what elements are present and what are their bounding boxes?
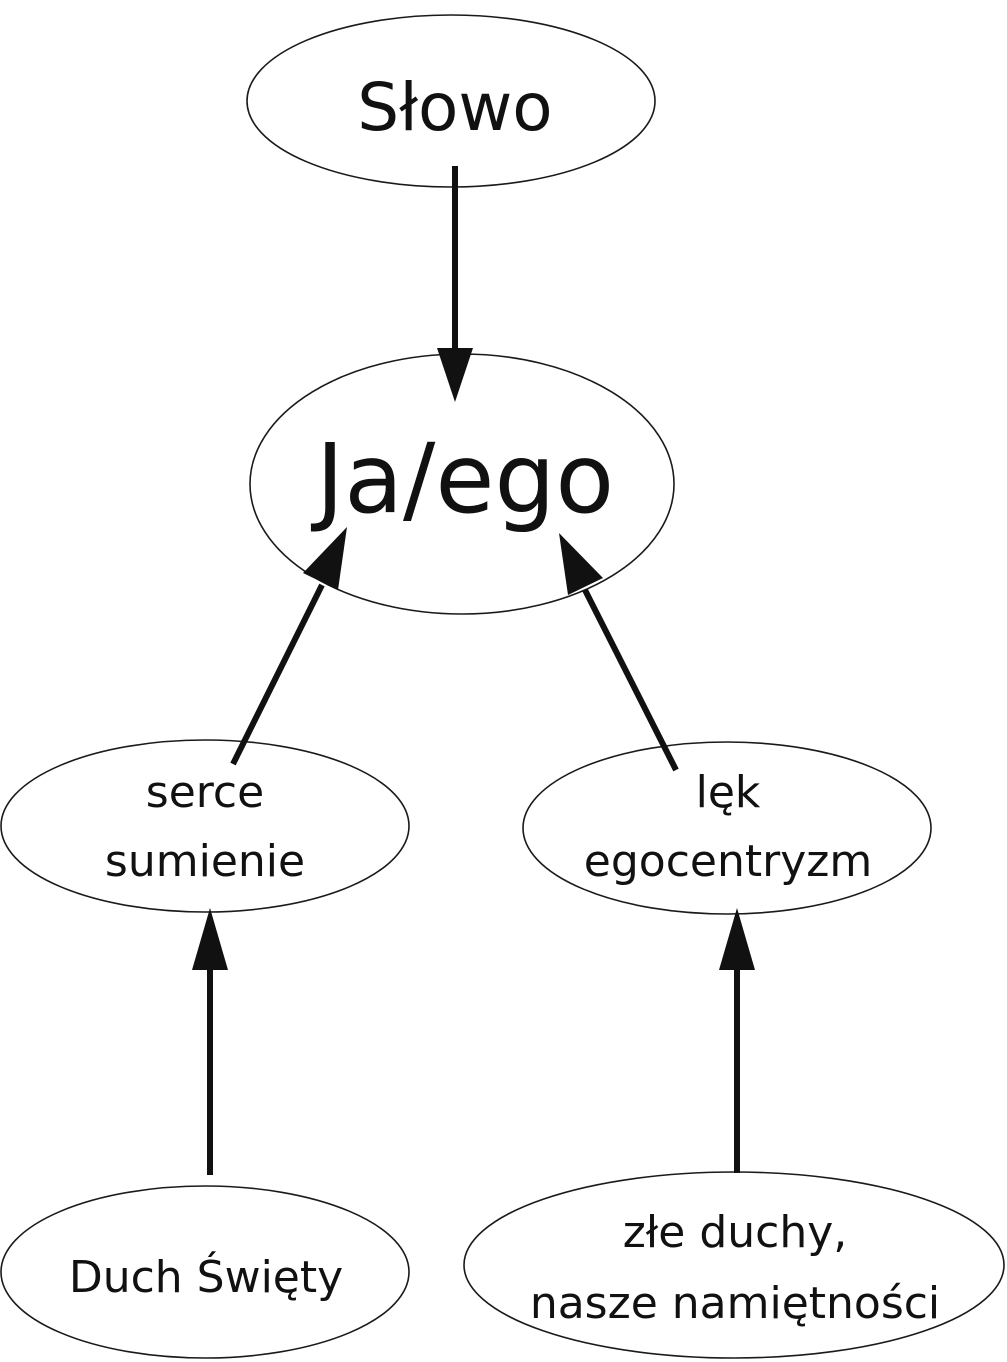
node-duch: Duch Święty <box>0 1185 410 1359</box>
node-serce-label-line2: sumienie <box>105 836 305 887</box>
node-lek-label-line1: lęk <box>696 767 761 818</box>
edge-duch-to-serce-arrowhead <box>192 908 228 970</box>
node-zle-shape <box>463 1171 1005 1359</box>
edge-slowo-to-jaego <box>437 166 473 402</box>
node-serce-label-line1: serce <box>146 767 264 818</box>
node-slowo-label: Słowo <box>357 69 552 146</box>
edge-zle-to-lek <box>719 908 755 1173</box>
edge-serce-to-jaego <box>230 527 347 766</box>
edge-lek-to-jaego-line <box>582 588 679 772</box>
node-zle-label-line2: nasze namiętności <box>530 1278 940 1329</box>
edge-lek-to-jaego-arrowhead <box>559 533 603 595</box>
edge-lek-to-jaego <box>559 533 679 772</box>
edge-zle-to-lek-arrowhead <box>719 908 755 970</box>
edge-serce-to-jaego-line <box>230 583 325 766</box>
node-lek-shape <box>522 741 932 915</box>
node-slowo-shape <box>246 14 656 188</box>
node-zle-label-line1: złe duchy, <box>623 1207 848 1258</box>
node-lek-label-line2: egocentryzm <box>584 836 872 887</box>
node-jaego-label: Ja/ego <box>311 423 614 535</box>
node-serce: serce sumienie <box>0 739 410 913</box>
node-lek: lęk egocentryzm <box>522 741 932 915</box>
edge-duch-to-serce <box>192 908 228 1175</box>
node-serce-shape <box>0 739 410 913</box>
node-duch-label: Duch Święty <box>69 1250 343 1303</box>
edge-slowo-to-jaego-arrowhead <box>437 348 473 402</box>
node-slowo: Słowo <box>246 14 656 188</box>
edge-serce-to-jaego-arrowhead <box>303 527 347 590</box>
node-duch-shape <box>0 1185 410 1359</box>
node-zle: złe duchy, nasze namiętności <box>463 1171 1005 1359</box>
